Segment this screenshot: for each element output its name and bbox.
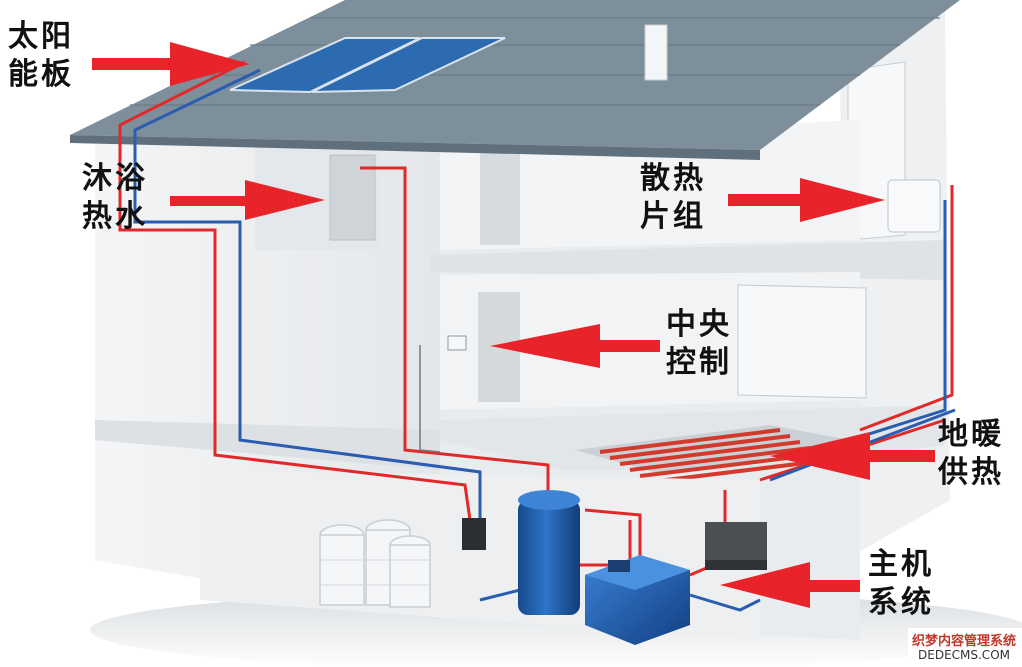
- control-label-line2: 控制: [666, 345, 732, 380]
- radiator-label-line1: 散热: [640, 161, 706, 196]
- middle-room-window: [737, 284, 867, 399]
- water-barrels: [319, 519, 431, 608]
- floor-heating-label: 地暖 供热: [938, 416, 1004, 492]
- watermark-line1: 织梦内容管理系统: [912, 634, 1017, 649]
- control-wire: [419, 345, 441, 453]
- shower-label-line2: 热水: [82, 199, 148, 234]
- shower-arrow: [170, 180, 325, 220]
- floor-heating-arrow: [770, 432, 935, 480]
- radiator-arrow: [728, 178, 885, 222]
- cold-water-pipes: [133, 68, 956, 612]
- radiator-label-line2: 片组: [640, 199, 706, 234]
- shower-label-line1: 沐浴: [82, 161, 148, 196]
- solar-panel-label-line2: 能板: [8, 57, 74, 92]
- watermark-bg: [908, 628, 1022, 667]
- roof-edge: [70, 135, 760, 160]
- floor-heating-label-line2: 供热: [938, 455, 1004, 490]
- solar-panel-label-line1: 太阳: [8, 19, 74, 54]
- main-unit-label: 主机 系统: [868, 546, 934, 622]
- radiator-unit: [887, 179, 941, 233]
- solar-panel-arrow: [92, 42, 250, 86]
- control-panel-box: [447, 335, 467, 351]
- upper-room-door: [480, 140, 520, 245]
- chimney: [644, 24, 668, 81]
- central-control-label: 中央 控制: [666, 306, 732, 382]
- pump-module: [462, 518, 486, 550]
- control-label-line1: 中央: [666, 307, 732, 342]
- main-unit-label-line2: 系统: [868, 585, 934, 620]
- shower-hot-water-label: 沐浴 热水: [82, 160, 148, 236]
- hot-water-tank: [518, 490, 580, 615]
- floor-heating-manifold: [705, 522, 767, 562]
- upper-floor-slab: [430, 240, 945, 280]
- watermark-line2: DEDECMS.COM: [918, 648, 1010, 662]
- main-unit-arrow: [720, 562, 860, 608]
- floor-heating-label-line1: 地暖: [938, 417, 1004, 452]
- solar-panel-right: [311, 37, 506, 93]
- radiator-group-label: 散热 片组: [640, 160, 706, 236]
- boiler-unit: [585, 555, 690, 645]
- control-arrow: [490, 324, 660, 368]
- solar-panel-label: 太阳 能板: [8, 18, 74, 94]
- red-arrows: [92, 42, 935, 608]
- main-unit-label-line1: 主机: [868, 547, 934, 582]
